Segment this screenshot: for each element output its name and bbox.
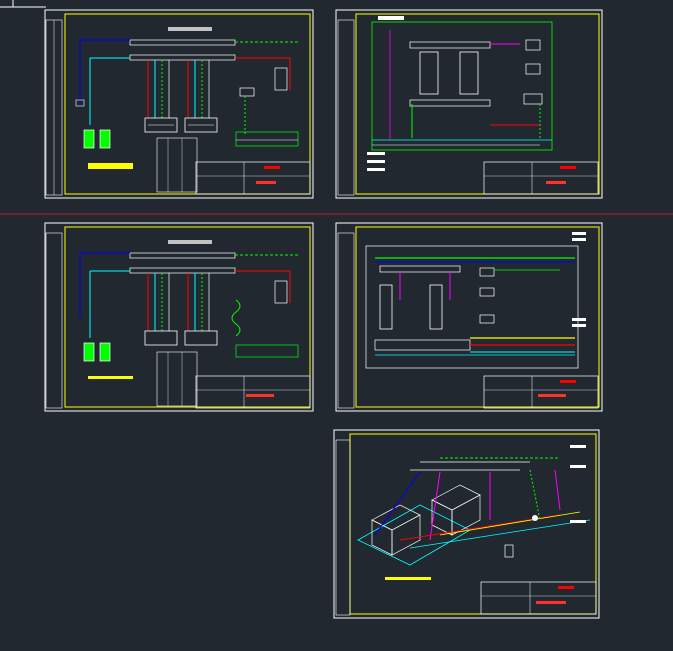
sheet-border: [64, 226, 311, 408]
sheet-outer-frame: [44, 9, 314, 199]
title-block: [480, 581, 597, 615]
pipe-headers: [79, 252, 298, 338]
sheet-outer-frame: [44, 222, 314, 412]
highlight-bar: [88, 376, 133, 379]
sheet-outer-frame: [333, 429, 600, 619]
corner-frame: [0, 0, 46, 8]
plan-pipes: [365, 232, 586, 369]
binding-strip: [45, 232, 63, 409]
title-block: [483, 375, 599, 409]
legend-table: [156, 137, 198, 193]
binding-strip: [335, 439, 351, 616]
sheet-outer-frame: [335, 9, 603, 199]
sheet-border: [355, 226, 600, 408]
sheet-outer-frame: [335, 222, 603, 412]
brine-tanks: [83, 342, 111, 362]
sheet-border: [64, 13, 311, 195]
sheet-border: [355, 13, 600, 195]
side-notes: [367, 152, 385, 171]
binding-strip: [337, 232, 355, 409]
drawing-title: [168, 240, 212, 244]
highlight-bar: [385, 577, 431, 580]
sheet-4-plan-view[interactable]: [335, 222, 603, 412]
right-equipment: [231, 280, 299, 358]
sheet-1-process-flow[interactable]: [44, 9, 314, 199]
drawing-title: [168, 27, 212, 31]
highlight-bar: [88, 163, 133, 169]
vertical-risers: [147, 60, 210, 118]
ion-exchange-tanks: [144, 117, 218, 133]
isometric-pipework: [357, 445, 591, 566]
binding-strip: [337, 19, 355, 196]
plan-pipes: [371, 16, 553, 151]
sheet-3-process-flow[interactable]: [44, 222, 314, 412]
ion-exchange-tanks: [144, 330, 218, 346]
sheet-5-isometric[interactable]: [333, 429, 600, 619]
pipe-headers: [79, 39, 298, 125]
legend-table: [156, 351, 198, 407]
title-block: [195, 375, 311, 409]
title-block: [483, 161, 599, 195]
brine-tanks: [75, 99, 111, 149]
vertical-risers: [147, 273, 210, 331]
sheet-2-plan-view[interactable]: [335, 9, 603, 199]
right-equipment: [235, 67, 299, 147]
title-block: [195, 161, 311, 195]
